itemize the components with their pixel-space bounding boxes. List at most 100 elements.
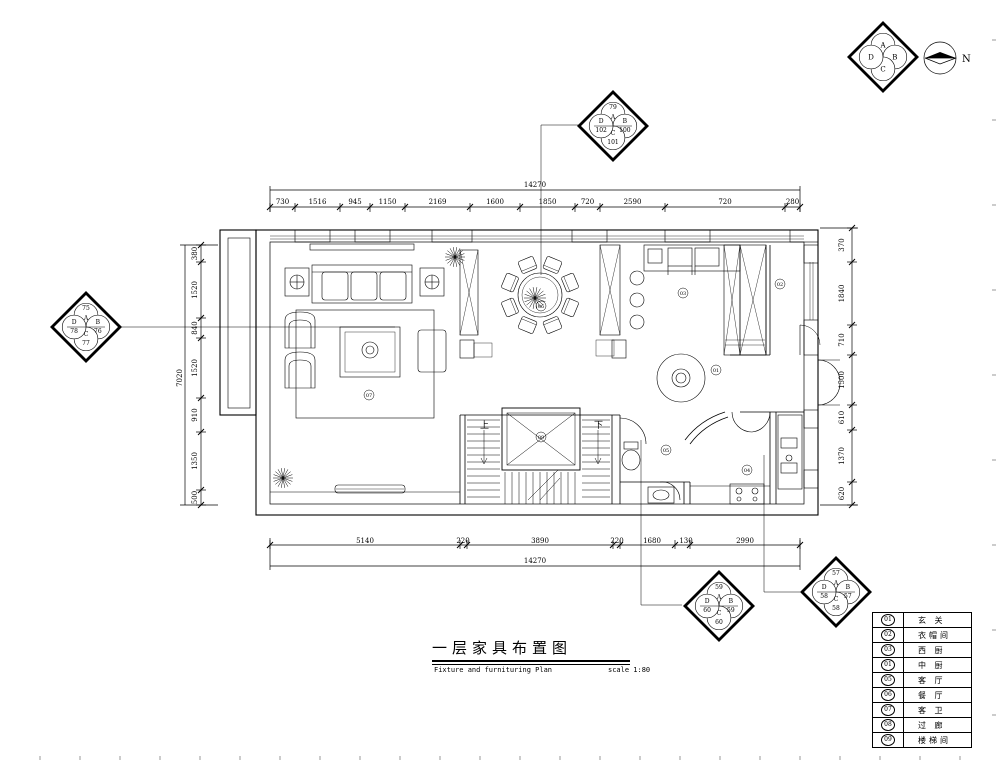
plant-icon: [445, 247, 465, 267]
top-dimension-3: 1150: [379, 198, 397, 206]
legend-room-name: 客 卫: [903, 702, 972, 718]
svg-text:D: D: [868, 54, 874, 62]
legend-room-name: 玄 关: [903, 612, 972, 628]
legend-room-name: 衣帽间: [903, 627, 972, 643]
svg-text:C: C: [717, 610, 722, 617]
bottom-dimension-1: 220: [456, 537, 469, 545]
doors: [619, 324, 841, 501]
top-dimension-0: 730: [276, 198, 289, 206]
left-total-dimension: 7020: [176, 369, 184, 387]
legend-row: 03 西 厨: [872, 642, 972, 658]
bottom-dimension-0: 5140: [356, 537, 374, 545]
right-dimension-1: 1840: [838, 285, 846, 303]
top-dimension-1: 1516: [309, 198, 327, 206]
svg-text:D: D: [599, 118, 604, 125]
stairwell: [467, 407, 610, 504]
top-dimension-5: 1600: [486, 198, 504, 206]
guest-wc-fixtures: [621, 441, 675, 504]
right-dimension-4: 610: [838, 411, 846, 424]
dining-room-furniture: [459, 244, 627, 359]
legend-number: 01: [881, 614, 895, 626]
left-dimension-1: 1520: [191, 281, 199, 299]
svg-text:60: 60: [703, 607, 711, 614]
svg-text:03: 03: [680, 291, 686, 297]
bottom-total-dimension: 14270: [524, 557, 546, 565]
top-total-dimension: 14270: [524, 181, 546, 189]
legend-number: 03: [881, 644, 895, 656]
svg-text:B: B: [729, 598, 734, 605]
svg-text:B: B: [96, 319, 101, 326]
left-dimension-2: 840: [191, 321, 199, 334]
legend-room-name: 西 厨: [903, 642, 972, 658]
svg-text:75: 75: [82, 305, 90, 312]
svg-text:C: C: [84, 331, 89, 338]
left-dimension-5: 1350: [191, 452, 199, 470]
svg-text:B: B: [892, 54, 897, 62]
svg-text:58: 58: [832, 605, 840, 612]
room-tag-05: 05: [660, 444, 672, 456]
svg-text:57: 57: [832, 570, 840, 577]
top-dimension-9: 720: [718, 198, 731, 206]
north-arrow-icon: N: [923, 41, 971, 75]
svg-text:09: 09: [538, 435, 544, 441]
marker-leader-lines: [118, 124, 800, 606]
svg-text:02: 02: [777, 282, 783, 288]
svg-text:100: 100: [619, 127, 631, 134]
svg-text:A: A: [716, 594, 722, 601]
top-dimension-8: 2590: [624, 198, 642, 206]
dining-chair: [561, 297, 579, 318]
svg-text:A: A: [833, 580, 839, 587]
legend-number: 01: [881, 659, 895, 671]
legend-room-name: 中 厨: [903, 657, 972, 673]
top-dimension-2: 945: [348, 198, 361, 206]
legend-room-name: 楼梯间: [903, 732, 972, 748]
left-dimension-4: 910: [191, 408, 199, 421]
svg-text:58: 58: [820, 593, 828, 600]
stair-down-label: 下: [594, 421, 603, 431]
svg-text:04: 04: [744, 468, 750, 474]
legend-row: 01 玄 关: [872, 612, 972, 628]
legend-number: 08: [881, 719, 895, 731]
svg-text:D: D: [705, 598, 710, 605]
bottom-dimension-4: 1680: [643, 537, 661, 545]
room-tag-04: 04: [741, 464, 753, 476]
room-tag-01: 01: [710, 364, 722, 376]
right-dimension-0: 370: [838, 238, 846, 251]
legend-room-name: 客 厅: [903, 672, 972, 688]
legend-room-name: 餐 厅: [903, 687, 972, 703]
svg-text:76: 76: [94, 328, 102, 335]
svg-text:A: A: [879, 42, 886, 50]
svg-text:59: 59: [715, 584, 723, 591]
foyer-ornament: [656, 353, 706, 403]
dining-chair: [517, 256, 538, 274]
western-kitchen-furniture: [629, 244, 767, 356]
plant-icon: [273, 468, 293, 488]
right-dimension-2: 710: [838, 333, 846, 346]
dining-chair: [542, 256, 563, 274]
svg-text:A: A: [610, 114, 616, 121]
svg-text:06: 06: [538, 304, 544, 310]
dining-chair: [561, 272, 579, 293]
svg-text:101: 101: [607, 139, 618, 146]
room-tag-02: 02: [774, 278, 786, 290]
svg-text:C: C: [834, 596, 839, 603]
bottom-dimension-3: 220: [610, 537, 623, 545]
svg-text:60: 60: [715, 619, 723, 626]
room-tag-06: 06: [535, 300, 547, 312]
svg-text:D: D: [72, 319, 77, 326]
svg-text:78: 78: [70, 328, 78, 335]
top-dimension-7: 720: [581, 198, 594, 206]
svg-text:79: 79: [609, 104, 617, 111]
svg-text:07: 07: [366, 393, 372, 399]
right-dimension-6: 620: [838, 487, 846, 500]
stair-up-label: 上: [480, 420, 489, 431]
room-tag-03: 03: [677, 287, 689, 299]
svg-text:77: 77: [82, 340, 90, 347]
north-label: N: [962, 54, 971, 65]
svg-text:102: 102: [595, 127, 607, 134]
